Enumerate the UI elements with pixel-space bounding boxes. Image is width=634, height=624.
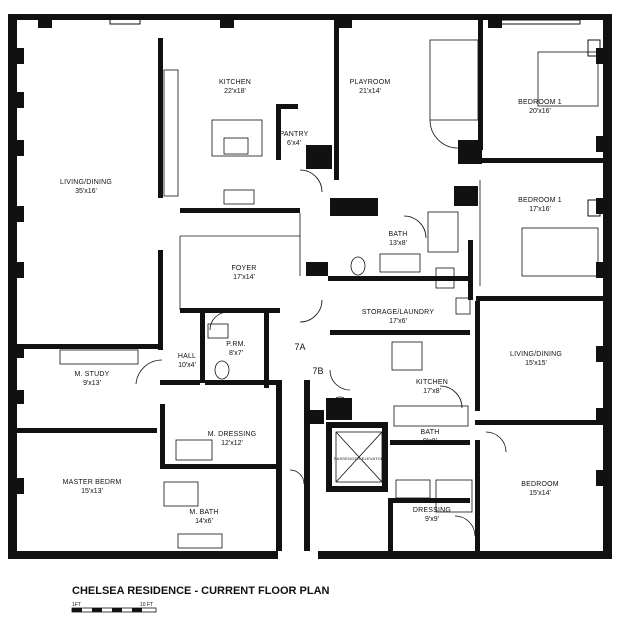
room-dims: 6'x4' [287, 140, 301, 147]
room-dims: 9'x13' [83, 380, 101, 387]
room-dims: 35'x16' [75, 188, 97, 195]
room-dims: 15'x15' [525, 360, 547, 367]
unit-tag-7b: 7B [312, 366, 323, 376]
room-dims: 15'x14' [529, 490, 551, 497]
room-dims: 9'x8' [423, 438, 437, 445]
windows [109, 17, 601, 217]
scale-end-label: 10 FT [140, 602, 153, 608]
exterior-walls [8, 14, 612, 559]
room-name: KITCHEN [416, 379, 448, 386]
fixtures [59, 39, 599, 549]
room-name: PLAYROOM [350, 79, 391, 86]
room-dims: 17'x16' [529, 206, 551, 213]
room-dims: 10'x4' [178, 362, 196, 369]
room-dims: 17'x8' [423, 388, 441, 395]
room-dims: 17'x14' [233, 274, 255, 281]
room-name: BATH [421, 429, 440, 436]
unit-tags: 7A 7B [294, 342, 323, 376]
scale-start-label: 1FT [72, 602, 81, 608]
room-name: M. BATH [189, 509, 218, 516]
plan-title: CHELSEA RESIDENCE - CURRENT FLOOR PLAN [72, 585, 330, 597]
unit-tag-7a: 7A [294, 342, 305, 352]
room-dims: 14'x6' [195, 518, 213, 525]
room-dims: 8'x7' [229, 350, 243, 357]
elevator-label: PASSENGER ELEVATOR [334, 456, 384, 461]
room-name: M. DRESSING [208, 431, 256, 438]
room-name: KITCHEN [219, 79, 251, 86]
room-name: M. STUDY [74, 371, 109, 378]
room-name: LIVING/DINING [60, 179, 112, 186]
room-dims: 17'x6' [389, 318, 407, 325]
room-name: STORAGE/LAUNDRY [362, 309, 435, 316]
interior-walls [17, 20, 603, 551]
room-name: BEDROOM 1 [518, 99, 562, 106]
room-name: BEDROOM [521, 481, 559, 488]
scale-bar: 1FT 10 FT [71, 602, 157, 613]
room-name: LIVING/DINING [510, 351, 562, 358]
room-dims: 15'x13' [81, 488, 103, 495]
room-name: DRESSING [413, 507, 451, 514]
room-labels: KITCHEN 22'x18' PLAYROOM 21'x14' BEDROOM… [60, 79, 562, 525]
room-name: HALL [178, 353, 196, 360]
room-name: FOYER [231, 265, 256, 272]
room-dims: 12'x12' [221, 440, 243, 447]
room-dims: 20'x16' [529, 108, 551, 115]
room-name: P.RM. [226, 341, 246, 348]
room-dims: 21'x14' [359, 88, 381, 95]
room-dims: 22'x18' [224, 88, 246, 95]
room-dims: 13'x8' [389, 240, 407, 247]
room-name: PANTRY [280, 131, 309, 138]
room-name: BATH [389, 231, 408, 238]
room-dims: 9'x9' [425, 516, 439, 523]
room-name: MASTER BEDRM [63, 479, 122, 486]
room-name: BEDROOM 1 [518, 197, 562, 204]
